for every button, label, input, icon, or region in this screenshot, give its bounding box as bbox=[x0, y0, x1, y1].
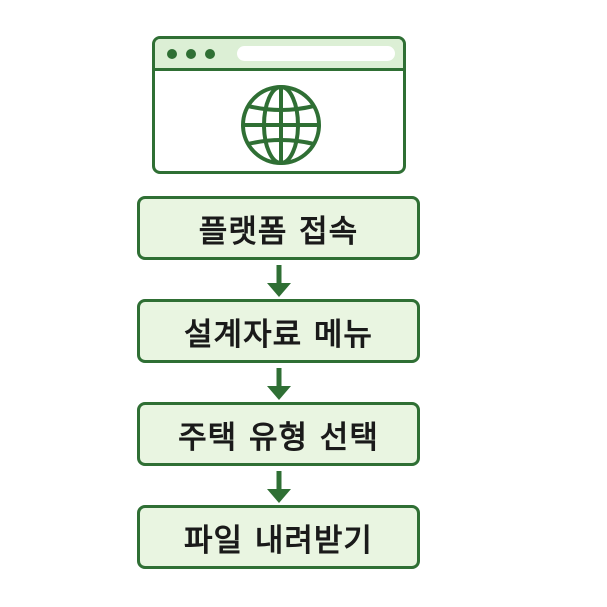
window-dot-icon bbox=[167, 49, 177, 59]
globe-icon bbox=[241, 85, 321, 165]
step-platform-access: 플랫폼 접속 bbox=[137, 196, 420, 260]
step-label: 주택 유형 선택 bbox=[178, 419, 379, 456]
address-bar bbox=[237, 46, 395, 61]
browser-window-illustration bbox=[152, 36, 406, 174]
step-house-type-select: 주택 유형 선택 bbox=[137, 402, 420, 466]
window-dot-icon bbox=[186, 49, 196, 59]
step-label: 플랫폼 접속 bbox=[198, 213, 359, 250]
arrow-down-icon bbox=[267, 368, 291, 400]
browser-title-bar bbox=[155, 39, 403, 71]
step-label: 파일 내려받기 bbox=[184, 522, 373, 559]
step-design-materials-menu: 설계자료 메뉴 bbox=[137, 299, 420, 363]
step-file-download: 파일 내려받기 bbox=[137, 505, 420, 569]
arrow-down-icon bbox=[267, 471, 291, 503]
arrow-down-icon bbox=[267, 265, 291, 297]
window-dot-icon bbox=[205, 49, 215, 59]
step-label: 설계자료 메뉴 bbox=[184, 316, 373, 353]
